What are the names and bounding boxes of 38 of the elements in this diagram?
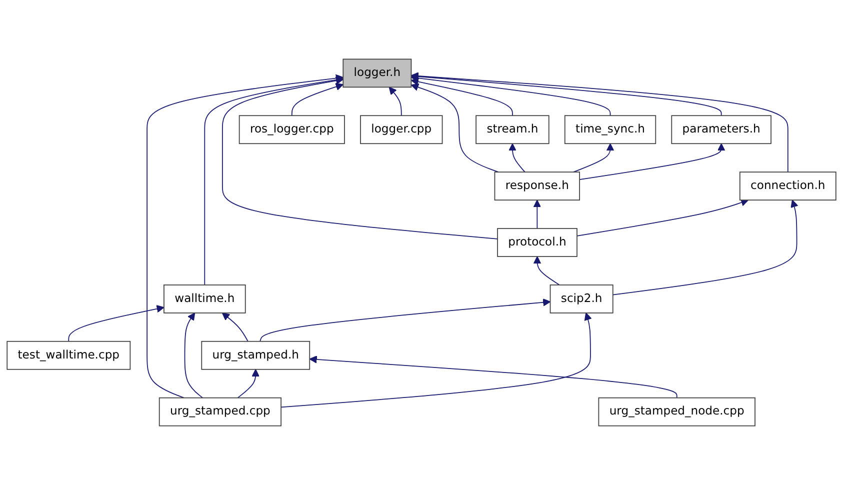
arrow (204, 76, 344, 286)
node-box: time_sync.h (564, 115, 656, 144)
arrow (576, 198, 749, 236)
arrow (533, 200, 542, 229)
node-box: logger.cpp (360, 115, 443, 144)
node-box: protocol.h (497, 228, 578, 257)
arrow (612, 200, 798, 296)
node-box: stream.h (476, 115, 550, 144)
arrow (222, 76, 498, 240)
arrow (410, 83, 499, 172)
node-box: walltime.h (164, 284, 246, 314)
arrow (579, 143, 726, 180)
arrow (222, 312, 248, 342)
node-box: test_walltime.cpp (6, 340, 131, 370)
node-box: response.h (494, 172, 580, 200)
arrow (533, 256, 560, 286)
arrow (280, 312, 592, 408)
node-box: connection.h (739, 172, 836, 200)
arrow (309, 356, 678, 398)
node-box: parameters.h (671, 115, 772, 144)
arrow (260, 298, 551, 342)
arrow (146, 74, 344, 398)
arrow (572, 143, 614, 172)
arrow (410, 78, 513, 116)
node-box: scip2.h (550, 284, 614, 314)
arrow (410, 72, 788, 172)
node-box: urg_stamped.h (201, 340, 310, 370)
arrow (184, 312, 204, 398)
arrow (237, 369, 260, 398)
node-box: logger.h (342, 58, 412, 88)
arrow (68, 305, 164, 342)
node-box: ros_logger.cpp (238, 115, 345, 144)
arrow (388, 86, 402, 116)
node-box: urg_stamped.cpp (158, 397, 282, 426)
arrow (291, 82, 344, 116)
arrow (508, 143, 526, 172)
arrow (410, 74, 611, 116)
node-box: urg_stamped_node.cpp (598, 397, 756, 426)
